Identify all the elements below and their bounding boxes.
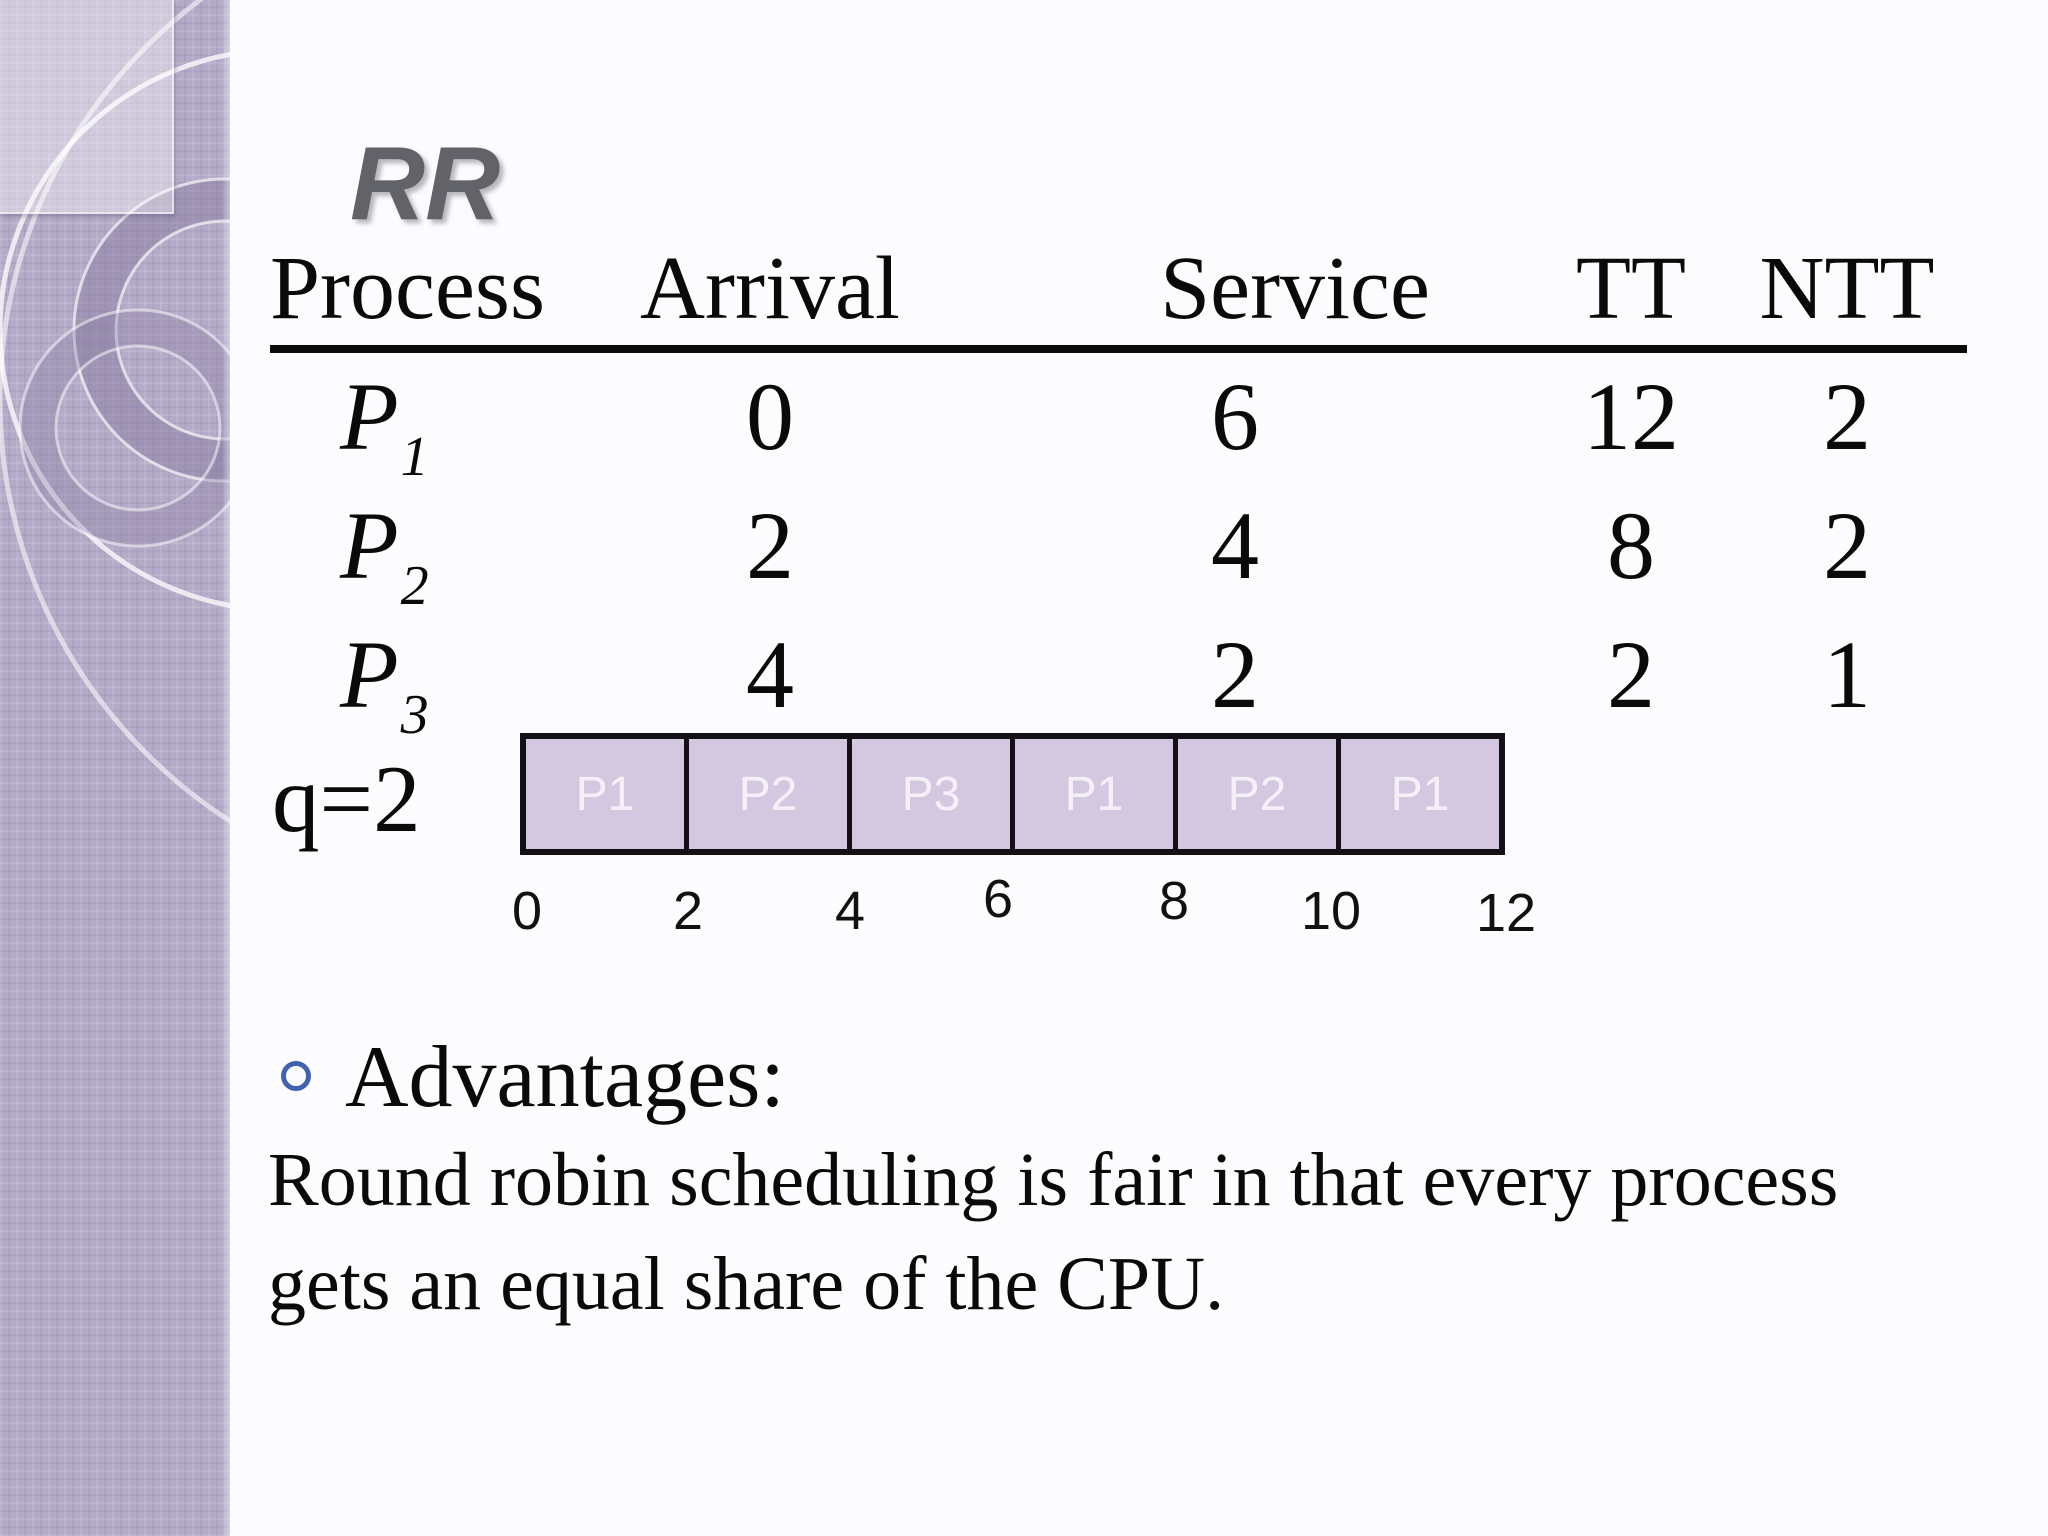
arrival-value: 0 [746,363,794,470]
service-value: 4 [1211,492,1259,599]
table-row: P1 0 6 12 2 [270,353,1967,488]
sidebar-checker-pattern [0,0,230,1536]
advantages-heading: Advantages: [345,1029,785,1126]
gantt-chart: P1 P2 P3 P1 P2 P1 [520,733,1505,855]
process-subscript: 1 [400,426,429,488]
tt-value: 2 [1607,621,1655,728]
advantages-body-line: Round robin scheduling is fair in that e… [268,1138,1839,1222]
axis-tick: 8 [1158,871,1190,931]
gantt-segment: P1 [526,739,684,849]
arrival-value: 2 [746,492,794,599]
sidebar-light-square [0,0,174,214]
advantages-body: Round robin scheduling is fair in that e… [268,1128,1838,1336]
gantt-segment: P3 [847,739,1010,849]
table-row: P3 4 2 2 1 [270,611,1967,746]
table-row: P2 2 4 8 2 [270,482,1967,617]
column-header-ntt: NTT [1759,239,1935,338]
axis-tick: 12 [1475,883,1537,943]
process-subscript: 2 [400,555,429,617]
service-value: 6 [1211,363,1259,470]
process-name: P2 [340,492,429,617]
gantt-segment-label: P1 [575,767,635,821]
ntt-value: 2 [1823,492,1871,599]
process-name: P3 [340,621,429,746]
gantt-segment: P1 [1336,739,1499,849]
ntt-value: 1 [1823,621,1871,728]
column-header-process: Process [270,239,545,338]
table-header-row: Process Arrival Service TT NTT [270,239,1967,353]
service-value: 2 [1211,621,1259,728]
sidebar-decoration [0,0,230,1536]
gantt-segment-label: P3 [901,767,961,821]
column-header-service: Service [1160,239,1430,338]
axis-tick: 10 [1300,881,1362,941]
sidebar-right-edge [222,0,230,1536]
gantt-segment: P2 [684,739,847,849]
arrival-value: 4 [746,621,794,728]
gantt-segment: P2 [1173,739,1336,849]
bullet-circle-icon [281,1061,311,1091]
axis-tick: 2 [672,881,704,941]
tt-value: 8 [1607,492,1655,599]
process-name: P1 [340,363,429,488]
column-header-tt: TT [1576,239,1686,338]
advantages-body-line: gets an equal share of the CPU. [268,1242,1225,1326]
tt-value: 12 [1583,363,1679,470]
gantt-segment-label: P1 [1390,767,1450,821]
ntt-value: 2 [1823,363,1871,470]
axis-tick: 4 [834,881,866,941]
gantt-segment-label: P1 [1064,767,1124,821]
page-title: RR [350,126,501,242]
process-table: Process Arrival Service TT NTT P1 0 6 12… [270,239,1967,746]
axis-tick: 0 [511,881,543,941]
column-header-arrival: Arrival [640,239,900,338]
gantt-segment: P1 [1010,739,1173,849]
process-subscript: 3 [400,684,429,746]
axis-tick: 6 [982,869,1014,929]
quantum-label: q=2 [272,746,421,852]
gantt-segment-label: P2 [1227,767,1287,821]
sidebar-circles-ornament [0,0,230,824]
gantt-segment-label: P2 [738,767,798,821]
